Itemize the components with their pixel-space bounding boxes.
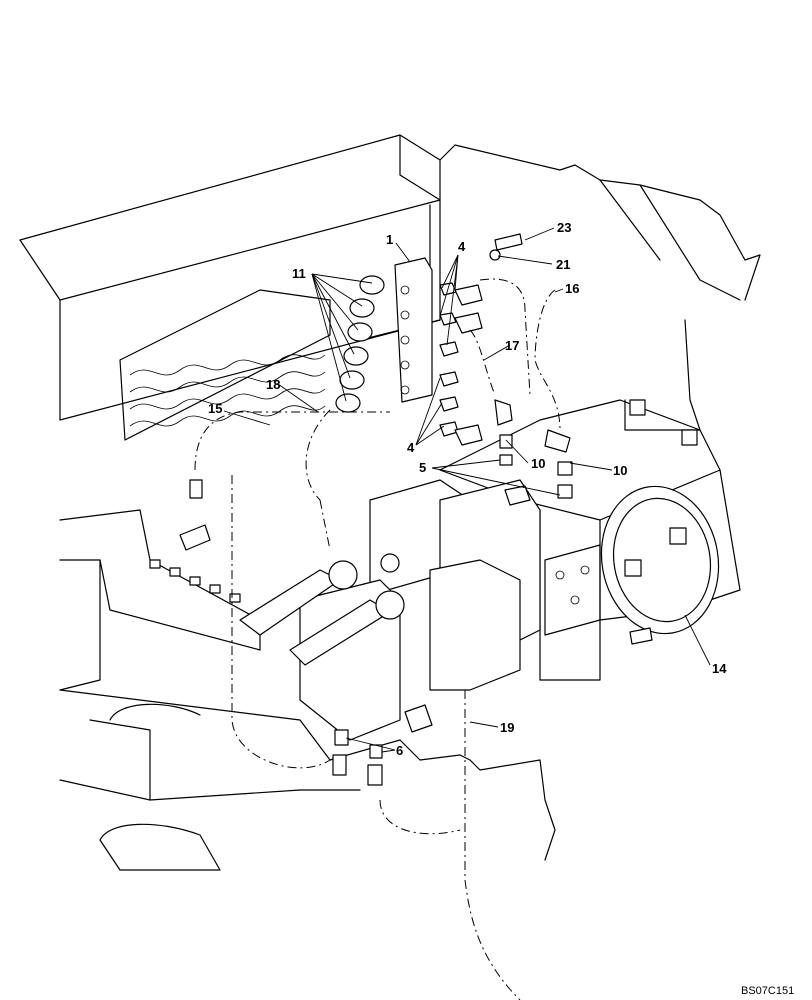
callout-14: 14 — [712, 661, 727, 676]
callout-21: 21 — [556, 257, 570, 272]
drawing-code: BS07C151 — [741, 985, 794, 997]
callout-23: 23 — [557, 220, 571, 235]
callout-5: 5 — [419, 460, 426, 475]
callout-16: 16 — [565, 281, 579, 296]
callout-11: 11 — [292, 266, 306, 281]
callout-10-left: 10 — [531, 456, 545, 471]
callout-1: 1 — [386, 232, 393, 247]
callout-leaders — [223, 227, 711, 753]
callout-6: 6 — [396, 743, 403, 758]
callout-17: 17 — [505, 338, 519, 353]
chassis-frame — [19, 134, 761, 871]
hose-routing-phantom-lines — [194, 278, 561, 1000]
callout-labels: 1 4 4 5 6 10 10 11 14 15 16 17 18 19 21 … — [208, 220, 727, 758]
callout-4-bottom: 4 — [407, 440, 415, 455]
callout-15: 15 — [208, 401, 222, 416]
callout-18: 18 — [266, 377, 280, 392]
callout-10-right: 10 — [613, 463, 627, 478]
callout-4-top: 4 — [458, 239, 466, 254]
callout-19: 19 — [500, 720, 514, 735]
